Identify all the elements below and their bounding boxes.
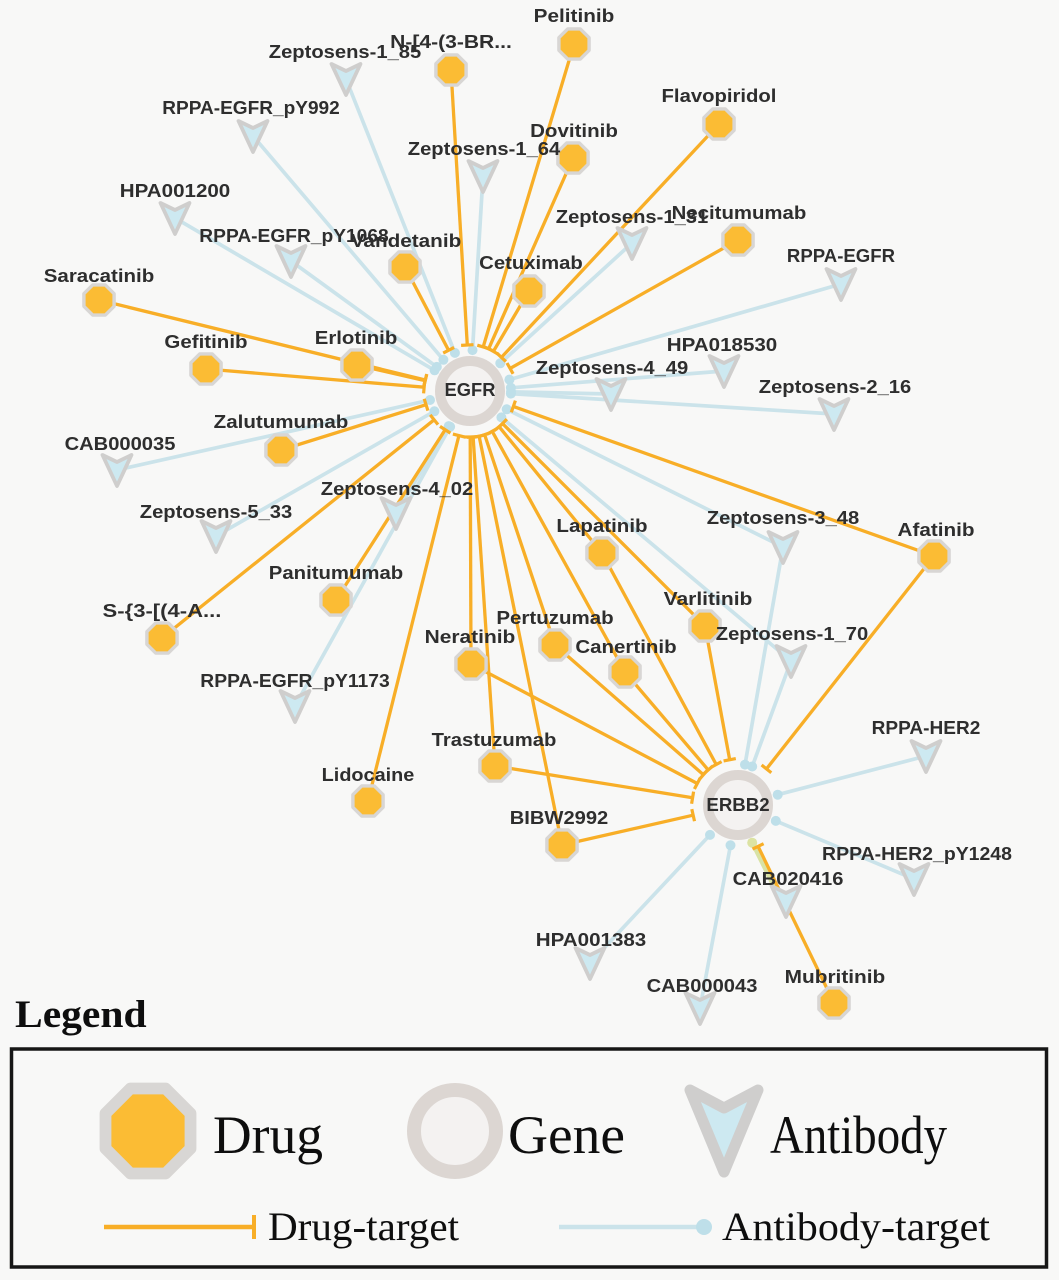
svg-text:Saracatinib: Saracatinib: [44, 266, 155, 286]
svg-text:Zeptosens-4_49: Zeptosens-4_49: [536, 358, 689, 378]
svg-text:RPPA-EGFR_pY992: RPPA-EGFR_pY992: [162, 98, 340, 118]
svg-text:Erlotinib: Erlotinib: [315, 328, 398, 348]
svg-text:Gene: Gene: [508, 1105, 625, 1165]
svg-text:Gefitinib: Gefitinib: [164, 332, 247, 352]
svg-text:Drug-target: Drug-target: [268, 1204, 459, 1249]
svg-text:CAB000043: CAB000043: [647, 976, 758, 996]
svg-text:Neratinib: Neratinib: [425, 627, 516, 647]
svg-text:Lidocaine: Lidocaine: [322, 765, 415, 785]
svg-text:N-[4-(3-BR...: N-[4-(3-BR...: [390, 32, 512, 52]
svg-text:Flavopiridol: Flavopiridol: [662, 86, 777, 106]
svg-text:Zeptosens-4_02: Zeptosens-4_02: [321, 479, 474, 499]
svg-text:Canertinib: Canertinib: [575, 637, 676, 657]
svg-text:RPPA-HER2_pY1248: RPPA-HER2_pY1248: [822, 844, 1012, 864]
svg-text:EGFR: EGFR: [445, 380, 496, 400]
svg-text:RPPA-HER2: RPPA-HER2: [872, 718, 981, 738]
svg-text:Zeptosens-2_16: Zeptosens-2_16: [759, 377, 912, 397]
svg-text:RPPA-EGFR_pY1173: RPPA-EGFR_pY1173: [200, 671, 389, 691]
svg-text:Zeptosens-5_33: Zeptosens-5_33: [140, 502, 293, 522]
svg-text:Vandetanib: Vandetanib: [351, 231, 462, 251]
svg-text:Zeptosens-1_70: Zeptosens-1_70: [716, 624, 869, 644]
svg-text:Antibody: Antibody: [770, 1105, 947, 1165]
svg-text:RPPA-EGFR: RPPA-EGFR: [787, 246, 895, 266]
svg-text:Antibody-target: Antibody-target: [722, 1204, 990, 1249]
svg-text:S-{3-[(4-A...: S-{3-[(4-A...: [103, 601, 222, 621]
svg-text:Cetuximab: Cetuximab: [479, 253, 583, 273]
svg-text:HPA001383: HPA001383: [536, 930, 647, 950]
svg-text:HPA018530: HPA018530: [667, 335, 778, 355]
svg-text:ERBB2: ERBB2: [706, 795, 769, 815]
svg-text:Zeptosens-1_85: Zeptosens-1_85: [269, 42, 422, 62]
svg-text:RPPA-EGFR_pY1068: RPPA-EGFR_pY1068: [199, 226, 388, 246]
svg-text:BIBW2992: BIBW2992: [510, 808, 609, 828]
svg-text:Dovitinib: Dovitinib: [530, 121, 618, 141]
svg-text:CAB000035: CAB000035: [65, 434, 176, 454]
svg-text:Zeptosens-1_31: Zeptosens-1_31: [556, 207, 709, 227]
svg-text:Pertuzumab: Pertuzumab: [496, 608, 613, 628]
svg-text:Lapatinib: Lapatinib: [556, 516, 647, 536]
svg-text:Legend: Legend: [15, 993, 147, 1036]
svg-text:Necitumumab: Necitumumab: [672, 203, 807, 223]
svg-text:Drug: Drug: [213, 1105, 323, 1165]
svg-text:Pelitinib: Pelitinib: [534, 6, 615, 26]
svg-text:Panitumumab: Panitumumab: [269, 563, 403, 583]
svg-text:Afatinib: Afatinib: [898, 520, 975, 540]
svg-text:Zalutumumab: Zalutumumab: [214, 412, 349, 432]
svg-text:Zeptosens-3_48: Zeptosens-3_48: [707, 508, 860, 528]
svg-text:Zeptosens-1_64: Zeptosens-1_64: [408, 139, 561, 159]
svg-text:HPA001200: HPA001200: [120, 181, 231, 201]
svg-text:Trastuzumab: Trastuzumab: [432, 730, 557, 750]
svg-text:Mubritinib: Mubritinib: [785, 967, 886, 987]
svg-text:Varlitinib: Varlitinib: [664, 589, 753, 609]
svg-text:CAB020416: CAB020416: [733, 869, 844, 889]
